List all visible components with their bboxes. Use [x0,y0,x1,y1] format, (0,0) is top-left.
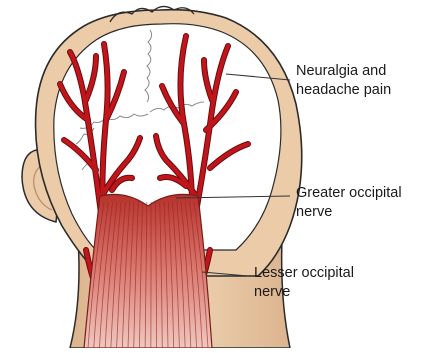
label-lesser-occipital-nerve: Lesser occipital nerve [254,264,354,302]
label-line: nerve [254,283,354,302]
label-greater-occipital-nerve: Greater occipital nerve [296,184,402,222]
label-line: nerve [296,203,402,222]
label-neuralgia-headache: Neuralgia and headache pain [296,62,391,100]
label-line: headache pain [296,81,391,100]
label-line: Greater occipital [296,184,402,203]
label-line: Lesser occipital [254,264,354,283]
label-line: Neuralgia and [296,62,391,81]
neck-muscle [84,194,212,348]
